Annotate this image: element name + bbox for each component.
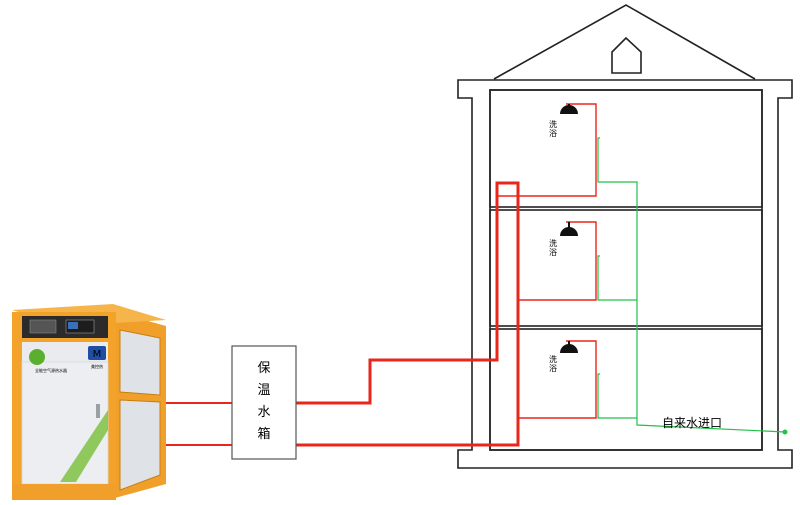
- house-wall: [489, 89, 763, 451]
- heater-leaf-logo-icon: [29, 349, 45, 365]
- cold-riser: [597, 137, 786, 433]
- water-inlet-label: 自来水进口: [662, 416, 722, 430]
- cold-branch-floor-1: [597, 373, 637, 419]
- tank-label-char-2: 温: [257, 383, 270, 398]
- shower-label-2: 浴: [549, 363, 557, 373]
- shower-label-2: 浴: [549, 128, 557, 138]
- tank-label-char-1: 保: [257, 361, 270, 376]
- heater-handle: [96, 404, 100, 418]
- shower-label-2: 浴: [549, 247, 557, 257]
- heater-brand-glyph: M: [93, 349, 102, 360]
- cold-water-piping: [597, 137, 788, 435]
- heater-graphic: [60, 410, 108, 482]
- heat-pump-water-heater: ● ● ● M 美控热 全能空气源热水器: [12, 304, 166, 500]
- hot-water-piping: [166, 103, 597, 447]
- hot-branch-floor-1: [518, 340, 597, 419]
- insulated-water-tank: 保 温 水 箱: [231, 345, 297, 460]
- house: [457, 4, 793, 469]
- tank-box: [231, 345, 297, 460]
- shower-label-1: 洗: [549, 238, 557, 248]
- heater-sub-label: 全能空气源热水器: [35, 367, 67, 373]
- shower-head-icon: [560, 227, 578, 236]
- shower-label-1: 洗: [549, 119, 557, 129]
- roof-vent-icon: [611, 36, 642, 74]
- heater-lower-panel: [21, 361, 109, 485]
- house-roof: [493, 4, 756, 80]
- tank-label-char-4: 箱: [257, 426, 270, 442]
- shower-head-icon: [560, 344, 578, 353]
- shower-floor-1: 洗 浴: [549, 341, 578, 373]
- cold-branch-floor-2: [597, 255, 637, 301]
- hot-branch-floor-2: [518, 221, 597, 301]
- shower-floor-2: 洗 浴: [549, 222, 578, 257]
- hot-branch-floor-3: [497, 103, 597, 197]
- tank-label-char-3: 水: [257, 405, 270, 420]
- shower-label-1: 洗: [549, 354, 557, 364]
- floor-3: [489, 89, 763, 208]
- heater-base: [12, 484, 116, 500]
- heater-brand-text: 美控热: [91, 363, 103, 369]
- water-inlet-point: [782, 429, 788, 435]
- floor-2: [489, 209, 763, 327]
- shower-floor-3: 洗 浴: [549, 104, 578, 138]
- house-cornice: [457, 79, 793, 469]
- heater-display: [29, 319, 57, 334]
- hot-supply-main: [296, 181, 520, 447]
- floor-1: [489, 328, 763, 451]
- shower-head-icon: [560, 105, 578, 114]
